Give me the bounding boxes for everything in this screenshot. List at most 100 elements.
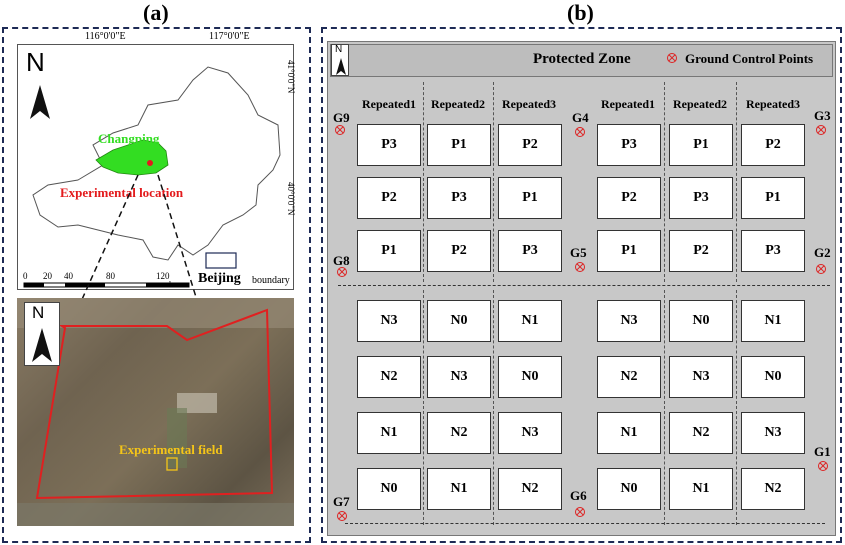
plot-cell: P1	[427, 124, 491, 166]
plot-cell: P2	[498, 124, 562, 166]
plot-cell: P3	[741, 230, 805, 272]
panel-a-frame	[2, 27, 311, 543]
gcp-marker-icon	[575, 262, 585, 272]
gcp-marker-icon	[816, 125, 826, 135]
location-dot	[147, 160, 153, 166]
plot-cell: N3	[669, 356, 733, 398]
repeat-header: Repeated1	[362, 97, 416, 111]
plot-cell: N3	[427, 356, 491, 398]
scale-unit: km	[169, 280, 180, 289]
gcp-label: G5	[570, 245, 587, 260]
gcp-label: G9	[333, 110, 350, 125]
plot-cell: N1	[597, 412, 661, 454]
changping-label: Changping	[98, 131, 160, 146]
gcp-marker-icon	[335, 125, 345, 135]
plot-cell: N0	[597, 468, 661, 510]
lat-label-2: 40°0'0"N	[286, 182, 296, 216]
plot-cell: P2	[427, 230, 491, 272]
gcp-marker-icon	[816, 264, 826, 274]
plot-cell: P1	[597, 230, 661, 272]
gcp-legend-icon	[667, 53, 677, 63]
gcp-label: G1	[814, 444, 831, 459]
plot-cell: P2	[669, 230, 733, 272]
repeat-header: Repeated3	[746, 97, 800, 111]
field-label: Experimental field	[119, 442, 223, 457]
north-arrow-shape	[30, 85, 50, 119]
changping-shape	[95, 139, 169, 176]
plot-cell: N2	[669, 412, 733, 454]
beijing-map: N Changping Experimental location	[17, 44, 294, 290]
gcp-marker-icon	[575, 127, 585, 137]
plot-cell: N3	[357, 300, 421, 342]
scale-tick-120: 120	[156, 271, 170, 281]
location-label: Experimental location	[60, 185, 184, 200]
gcp-legend-label: Ground Control Points	[685, 51, 814, 66]
plot-cell: N1	[669, 468, 733, 510]
plot-cell: N0	[669, 300, 733, 342]
gcp-label: G3	[814, 108, 831, 123]
scale-tick-40: 40	[64, 271, 73, 281]
plot-cell: N0	[741, 356, 805, 398]
north-box-b: N	[331, 44, 349, 76]
lon-label-2: 117°0'0"E	[209, 31, 250, 42]
gcp-marker-icon	[818, 461, 828, 471]
plot-cell: N2	[357, 356, 421, 398]
plot-cell: P1	[498, 177, 562, 219]
legend-rect	[205, 252, 237, 269]
lon-label-1: 116°0'0"E	[85, 31, 126, 42]
panel-b-frame	[321, 27, 842, 543]
satellite-image: N Experimental field	[17, 298, 294, 526]
panel-b-label: (b)	[567, 0, 594, 25]
legend-text: boundary	[252, 275, 290, 286]
plot-cell: N1	[741, 300, 805, 342]
gcp-marker-icon	[337, 267, 347, 277]
plot-cell: N0	[357, 468, 421, 510]
plot-cell: P3	[669, 177, 733, 219]
north-label-b: N	[335, 44, 343, 55]
plot-cell: N3	[597, 300, 661, 342]
plot-cell: N2	[741, 468, 805, 510]
north-label-a: N	[26, 47, 45, 77]
repeat-header: Repeated2	[673, 97, 727, 111]
plot-cell: N2	[597, 356, 661, 398]
field-marker	[166, 457, 178, 471]
plot-cell: N0	[498, 356, 562, 398]
protected-zone-label: Protected Zone	[533, 51, 631, 67]
gcp-marker-icon	[337, 511, 347, 521]
scale-tick-20: 20	[43, 271, 52, 281]
plot-cell: N1	[357, 412, 421, 454]
panel-a-label: (a)	[143, 0, 169, 25]
plot-cell: P1	[357, 230, 421, 272]
plot-cell: P3	[357, 124, 421, 166]
repeat-header: Repeated1	[601, 97, 655, 111]
plot-cell: P3	[427, 177, 491, 219]
gcp-label: G7	[333, 494, 350, 509]
beijing-map-svg	[23, 66, 281, 288]
plot-cell: N3	[498, 412, 562, 454]
lat-label-1: 41°0'0"N	[286, 60, 296, 94]
protected-zone-header	[330, 44, 833, 77]
plot-cell: N1	[498, 300, 562, 342]
scale-tick-0: 0	[23, 271, 28, 281]
legend-name: Beijing	[198, 271, 241, 286]
gcp-label: G4	[572, 110, 589, 125]
plot-cell: P1	[741, 177, 805, 219]
plot-cell: P2	[597, 177, 661, 219]
repeat-header: Repeated2	[431, 97, 485, 111]
plot-cell: N2	[427, 412, 491, 454]
plot-cell: N2	[498, 468, 562, 510]
gcp-marker-icon	[575, 507, 585, 517]
gcp-label: G8	[333, 253, 350, 268]
plot-cell: N0	[427, 300, 491, 342]
north-label-sat: N	[32, 303, 45, 322]
field-boundary-shape	[35, 308, 274, 500]
scale-tick-80: 80	[106, 271, 115, 281]
plot-cell: N1	[427, 468, 491, 510]
plot-cell: P3	[498, 230, 562, 272]
plot-cell: P2	[357, 177, 421, 219]
plot-cell: N3	[741, 412, 805, 454]
plot-cell: P1	[669, 124, 733, 166]
plot-cell: P3	[597, 124, 661, 166]
plot-cell: P2	[741, 124, 805, 166]
repeat-header: Repeated3	[502, 97, 556, 111]
